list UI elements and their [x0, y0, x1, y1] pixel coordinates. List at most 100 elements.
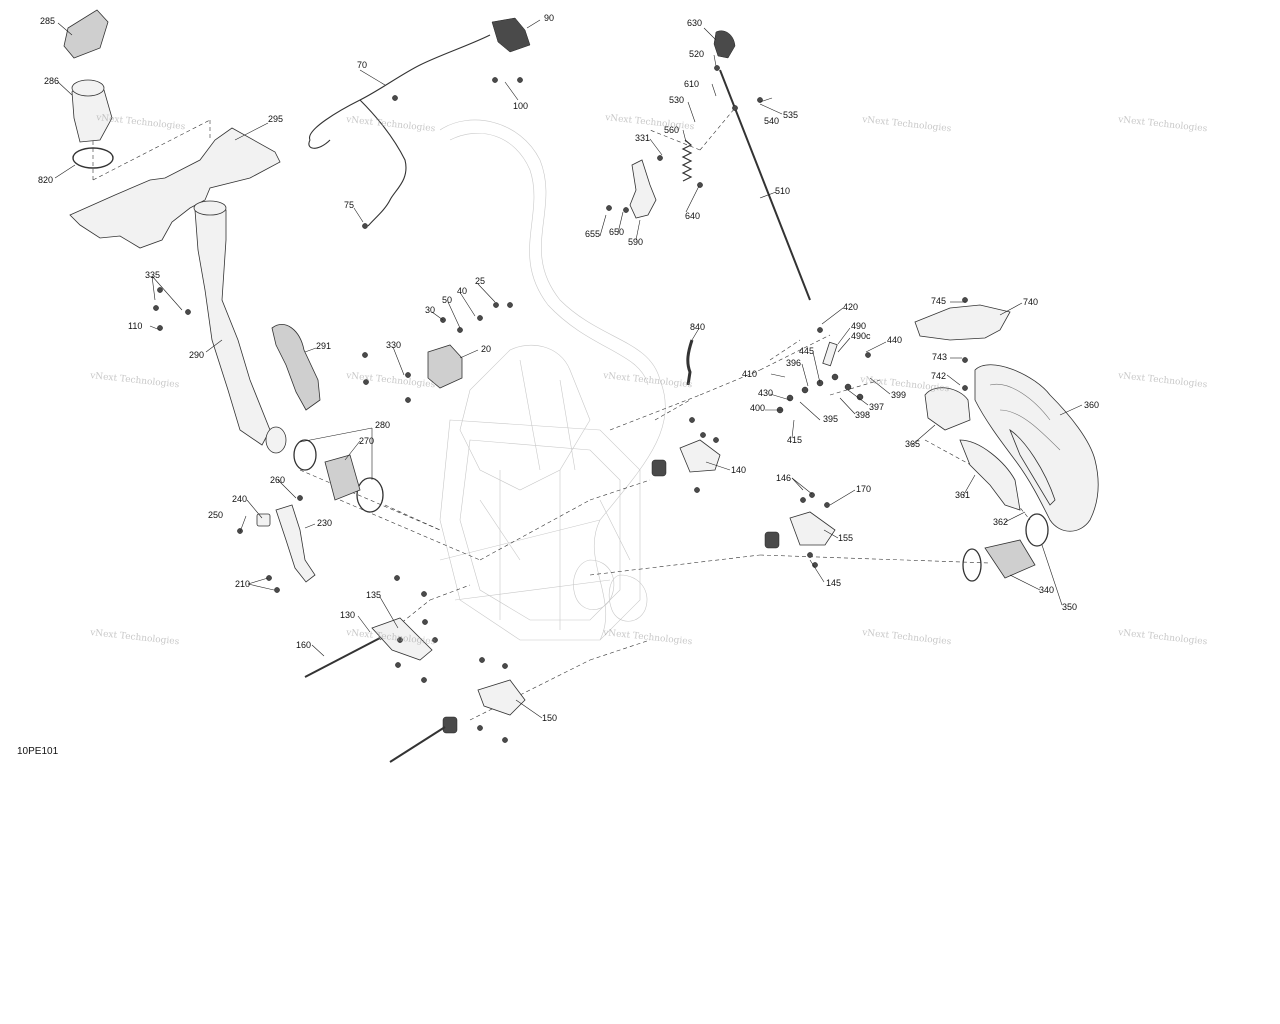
part-70-cable [309, 34, 491, 227]
callout-396: 396 [786, 358, 801, 368]
leader-line [946, 374, 961, 386]
fastener [405, 397, 411, 403]
callout-40: 40 [457, 286, 467, 296]
leader-line [685, 185, 700, 213]
callout-170: 170 [856, 484, 871, 494]
callout-285: 285 [40, 16, 55, 26]
assembly-guide-line [589, 479, 651, 501]
watermark-text: vNext Technologies [89, 371, 180, 390]
callout-50: 50 [442, 295, 452, 305]
leader-line [151, 275, 156, 301]
part-140-isolator [651, 459, 667, 477]
part-361-skirt [959, 439, 1021, 511]
leader-line [234, 122, 269, 141]
fastener [502, 737, 508, 743]
fastener [479, 657, 485, 663]
leader-line [682, 129, 687, 143]
assembly-guide-line [589, 554, 761, 576]
callout-610: 610 [684, 79, 699, 89]
watermark-text: vNext Technologies [1117, 115, 1208, 134]
fastener [507, 302, 513, 308]
callout-415: 415 [787, 435, 802, 445]
part-340-filter [984, 539, 1036, 579]
callout-335: 335 [145, 270, 160, 280]
fastener [405, 372, 411, 378]
assembly-guide-line [699, 107, 736, 151]
callout-360: 360 [1084, 400, 1099, 410]
callout-530: 530 [669, 95, 684, 105]
leader-line [799, 401, 821, 421]
callout-840: 840 [690, 322, 705, 332]
assembly-guide-line [384, 504, 441, 531]
fastener [809, 492, 815, 498]
linkage-fastener [844, 383, 852, 391]
callout-75: 75 [344, 200, 354, 210]
fastener [493, 302, 499, 308]
leader-line [353, 207, 364, 223]
engine-outline-stroke [479, 359, 631, 561]
fastener [517, 77, 523, 83]
fastener [502, 663, 508, 669]
leader-line [829, 489, 856, 506]
part-490-tube [822, 341, 838, 367]
callout-590: 590 [628, 237, 643, 247]
leader-line [304, 523, 316, 529]
callout-540: 540 [764, 116, 779, 126]
part-510-rod [719, 69, 811, 301]
fastener [657, 155, 663, 161]
callout-430: 430 [758, 388, 773, 398]
fastener [694, 487, 700, 493]
part-350-clamp-a [962, 548, 982, 582]
callout-520: 520 [689, 49, 704, 59]
callout-655: 655 [585, 229, 600, 239]
callout-270: 270 [359, 436, 374, 446]
part-270-coupler [324, 454, 361, 501]
callout-146: 146 [776, 473, 791, 483]
fastener [153, 305, 159, 311]
fastener [395, 662, 401, 668]
callout-490: 490 [851, 321, 866, 331]
callout-340: 340 [1039, 585, 1054, 595]
callout-560: 560 [664, 125, 679, 135]
callout-110: 110 [128, 321, 142, 331]
callout-398: 398 [855, 410, 870, 420]
engine-outline-stroke [449, 133, 649, 386]
callout-535: 535 [783, 110, 798, 120]
part-90-switch [491, 17, 531, 53]
assembly-guide-lines [92, 107, 1031, 721]
linkage-fastener [831, 373, 839, 381]
leader-line [57, 22, 73, 36]
callout-397: 397 [869, 402, 884, 412]
assembly-guide-line [759, 334, 831, 371]
callout-295: 295 [268, 114, 283, 124]
leader-line [151, 275, 183, 311]
callout-361: 361 [955, 490, 970, 500]
leader-line [205, 339, 223, 353]
callout-740: 740 [1023, 297, 1038, 307]
part-240-mount [256, 513, 271, 527]
leader-line [1004, 511, 1026, 523]
part-630-knob [713, 30, 736, 59]
leader-line [311, 644, 325, 657]
part-150-isolator [442, 716, 458, 734]
callout-742: 742 [931, 371, 946, 381]
callout-650: 650 [609, 227, 624, 237]
callout-399: 399 [891, 390, 906, 400]
assembly-guide-line [649, 129, 701, 151]
leader-line [149, 325, 161, 331]
leader-line [691, 329, 699, 341]
fastener [185, 309, 191, 315]
part-365-elbow [924, 387, 971, 431]
watermark-text: vNext Technologies [604, 113, 695, 132]
leader-line [911, 424, 936, 446]
assembly-guide-line [299, 469, 441, 531]
callout-743: 743 [932, 352, 947, 362]
leader-line [791, 477, 804, 491]
leader-line [999, 302, 1023, 316]
callout-510: 510 [775, 186, 790, 196]
fastener [297, 495, 303, 501]
part-230-bracket [275, 504, 316, 583]
callout-362: 362 [993, 517, 1008, 527]
leader-line [504, 81, 519, 101]
